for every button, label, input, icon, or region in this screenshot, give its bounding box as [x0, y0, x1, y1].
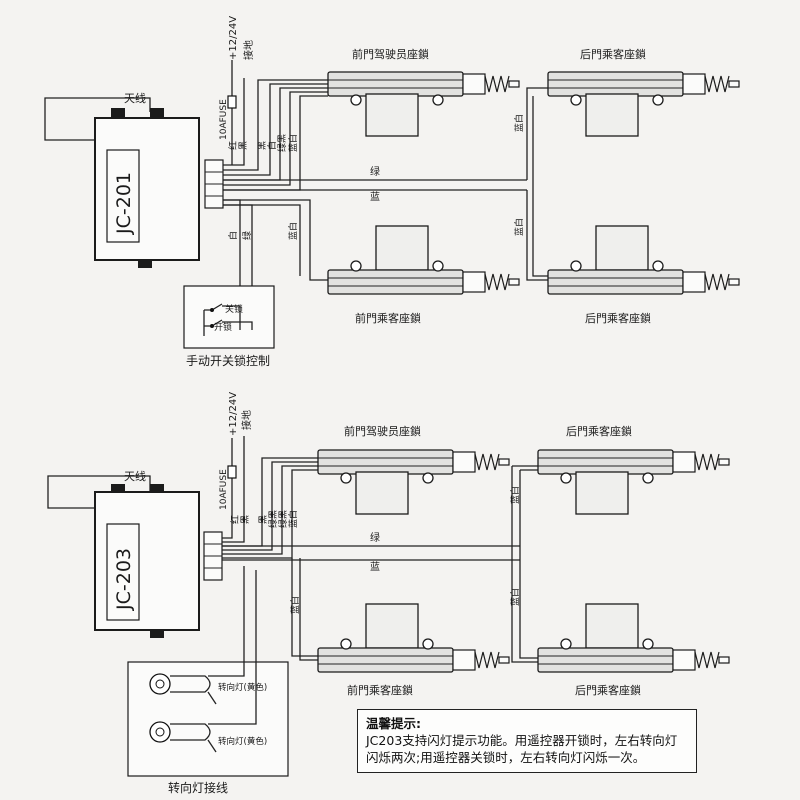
door-label-rear-top-1: 后門乘客座鎖: [580, 47, 646, 61]
wire-blue-2: 蓝: [370, 561, 380, 573]
wire-bluewhite-2: 蓝白: [513, 114, 525, 132]
wire-bluewhite-3: 蓝白: [513, 218, 525, 236]
diagram-jc203: 天线 JC-203 +12/24V 接地 10AFUSE 红 黑 黑 绿黑 绿: [47, 392, 730, 795]
door-label-rear-bottom-1: 后門乘客座鎖: [585, 311, 651, 325]
wire-green-2: 绿: [241, 231, 253, 240]
wire-bluewhite-6: 蓝白: [509, 486, 521, 504]
lock-actuator-front-driver-1: [327, 71, 520, 137]
wire-red-1: 红: [227, 141, 239, 150]
wire-red-2: 红: [229, 515, 241, 524]
diagram-jc201: 天线 JC-201 +12/24V 接地 10AFUSE: [44, 16, 740, 368]
wire-greenblack-3: 绿黑: [277, 510, 289, 528]
wire-black-4: 黑: [258, 515, 269, 524]
wire-black-1: 黑: [238, 141, 249, 150]
wire-bluewhite-8: 蓝白: [289, 596, 301, 614]
wire-greenblack-2: 绿黑: [267, 510, 279, 528]
turn-light-icon-2: [149, 721, 211, 743]
wire-bluewhite-4: 蓝白: [287, 222, 299, 240]
switch-unlock-label: 开锁: [214, 321, 232, 333]
turn-light-label-1: 转向灯(黄色): [218, 682, 267, 693]
wire-green-1: 绿: [370, 165, 380, 178]
note-line-2: 闪烁两次;用遥控器关锁时，左右转向灯闪烁一次。: [366, 750, 646, 765]
wire-white-1: 白: [266, 141, 278, 150]
door-label-front-passenger-1: 前門乘客座鎖: [355, 311, 421, 325]
lock-actuator-rear-top-1: [547, 71, 740, 137]
switch-lock-label: 关锁: [225, 303, 243, 315]
lock-actuator-front-passenger-1: [327, 225, 520, 295]
fuse-label-2: 10AFUSE: [219, 469, 229, 510]
ground-label-2: 接地: [240, 410, 253, 430]
note-title: 温馨提示:: [366, 716, 421, 731]
lock-actuator-rear-bottom-1: [547, 225, 740, 295]
switch-caption: 手动开关锁控制: [186, 353, 270, 368]
door-label-front-passenger-2: 前門乘客座鎖: [347, 683, 413, 697]
door-label-front-driver-1: 前門驾驶员座鎖: [352, 47, 429, 61]
turn-light-icon-1: [149, 673, 211, 695]
lock-actuator-front-driver-2: [317, 449, 510, 515]
wire-bluewhite-1: 蓝白: [287, 134, 299, 152]
wire-black-2: 黑: [257, 141, 268, 150]
wire-greenblack-1: 绿黑: [276, 134, 288, 152]
wire-black-3: 黑: [240, 515, 251, 524]
ground-label-1: 接地: [242, 40, 255, 60]
controller-model-2: JC-203: [113, 548, 135, 611]
note-line-1: JC203支持闪灯提示功能。用遥控器开锁时，左右转向灯: [366, 733, 678, 748]
wire-bluewhite-7: 蓝白: [509, 588, 521, 606]
turn-light-label-2: 转向灯(黄色): [218, 736, 267, 747]
wire-green-3: 绿: [370, 531, 380, 544]
wire-bluewhite-5: 蓝白: [287, 510, 299, 528]
power-label-2: +12/24V: [228, 392, 239, 436]
antenna-label-2: 天线: [124, 469, 146, 483]
warm-tip-note: 温馨提示: JC203支持闪灯提示功能。用遥控器开锁时，左右转向灯 闪烁两次;用…: [357, 709, 697, 773]
door-label-front-driver-2: 前門驾驶员座鎖: [344, 424, 421, 438]
manual-switch-box: [183, 285, 275, 349]
fuse-label-1: 10AFUSE: [219, 99, 229, 140]
lock-actuator-rear-bottom-2: [537, 603, 730, 673]
lock-actuator-front-passenger-2: [317, 603, 510, 673]
power-label-1: +12/24V: [228, 16, 239, 60]
turn-light-caption: 转向灯接线: [168, 780, 228, 795]
door-label-rear-bottom-2: 后門乘客座鎖: [575, 683, 641, 697]
controller-model-1: JC-201: [113, 172, 135, 235]
lock-actuator-rear-top-2: [537, 449, 730, 515]
antenna-label-1: 天线: [124, 91, 146, 105]
wire-blue-1: 蓝: [370, 191, 380, 203]
wire-white-2: 白: [227, 231, 239, 240]
door-label-rear-top-2: 后門乘客座鎖: [566, 424, 632, 438]
